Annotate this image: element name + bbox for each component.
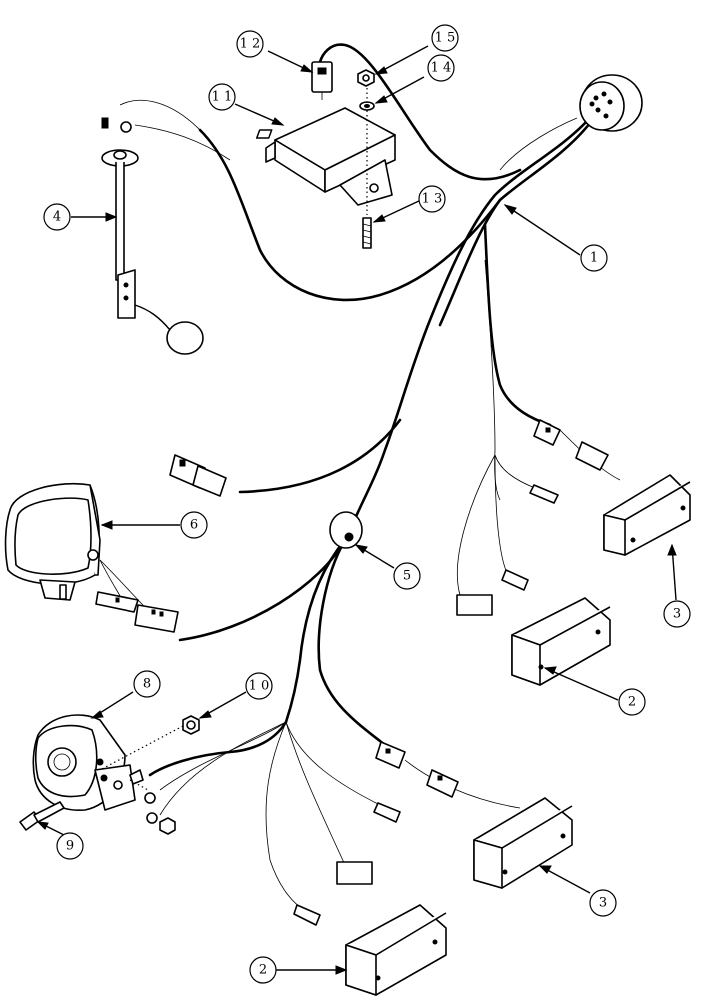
callout-14: 1 4 xyxy=(427,54,455,82)
callout-10-label: 1 0 xyxy=(249,679,270,694)
callout-2-middle: 2 xyxy=(618,688,646,716)
relay-module xyxy=(255,107,396,206)
alarm-hardware xyxy=(19,715,200,835)
main-harness xyxy=(148,43,592,777)
callout-3-lower: 3 xyxy=(589,889,617,917)
callout-13: 1 3 xyxy=(418,185,446,213)
grommet xyxy=(329,511,363,549)
callout-12-label: 1 2 xyxy=(240,37,261,52)
callout-10: 1 0 xyxy=(245,672,273,700)
backup-alarm xyxy=(32,714,136,811)
callout-5-label: 5 xyxy=(403,569,411,584)
plug-connector-left xyxy=(169,454,227,497)
callout-9: 9 xyxy=(56,832,84,860)
tail-lamp-upper xyxy=(603,474,691,556)
callout-1: 1 xyxy=(580,244,608,272)
callout-6-label: 6 xyxy=(190,518,198,533)
main-round-connector xyxy=(579,74,643,132)
callout-2-lower-label: 2 xyxy=(259,963,267,978)
callout-2-middle-label: 2 xyxy=(628,695,636,710)
callout-3-upper: 3 xyxy=(663,600,691,628)
callout-14-label: 1 4 xyxy=(431,61,452,76)
marker-lamp-middle xyxy=(511,597,611,686)
callout-3-upper-label: 3 xyxy=(673,607,681,622)
callout-1-label: 1 xyxy=(590,251,598,266)
callout-5: 5 xyxy=(393,562,421,590)
callout-9-label: 9 xyxy=(66,839,74,854)
relay-connector xyxy=(311,61,333,100)
leader-lines xyxy=(36,45,677,975)
callout-8-label: 8 xyxy=(143,677,151,692)
tail-lamp-lower xyxy=(473,797,573,889)
callout-2-lower: 2 xyxy=(249,956,277,984)
callout-13-label: 1 3 xyxy=(422,192,443,207)
callout-4-label: 4 xyxy=(53,210,61,225)
lower-lamp-connectors xyxy=(293,741,459,926)
fuel-sender xyxy=(101,117,204,355)
callout-3-lower-label: 3 xyxy=(599,896,607,911)
lamp-plug-connectors xyxy=(95,591,179,633)
work-lamp xyxy=(4,482,101,601)
relay-hardware xyxy=(357,69,375,249)
callout-8: 8 xyxy=(133,670,161,698)
upper-lamp-connectors xyxy=(456,419,609,616)
callout-15-label: 1 5 xyxy=(435,31,456,46)
callout-4: 4 xyxy=(43,203,71,231)
callout-15: 1 5 xyxy=(431,24,459,52)
marker-lamp-lower xyxy=(345,904,447,996)
callout-11-label: 1 1 xyxy=(212,90,233,105)
callout-11: 1 1 xyxy=(208,83,236,111)
callout-12: 1 2 xyxy=(236,30,264,58)
callout-6: 6 xyxy=(180,511,208,539)
